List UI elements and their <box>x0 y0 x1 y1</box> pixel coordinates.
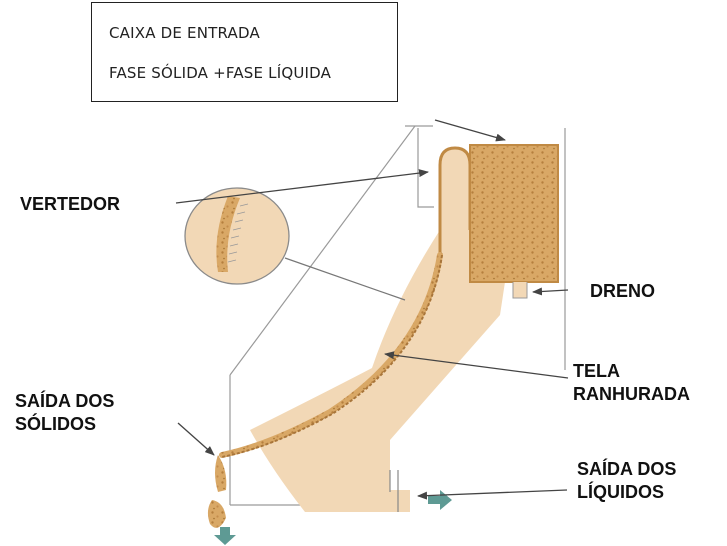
solid-outlet-arrow-icon <box>214 527 236 545</box>
label-dreno: DRENO <box>590 281 656 301</box>
liquid-outlet-pipe <box>305 492 408 510</box>
liquid-outlet-arrow-icon <box>428 490 452 510</box>
tank-body <box>372 230 440 375</box>
screen-detail-magnifier <box>184 187 290 285</box>
pointer-arrows <box>175 119 569 500</box>
slot-screen-solids <box>219 252 443 458</box>
label-saida-solidos: SAÍDA DOS SÓLIDOS <box>15 390 114 436</box>
label-saida-liquidos-line1: SAÍDA DOS <box>577 459 677 479</box>
inlet-tank <box>469 144 559 283</box>
label-saida-liquidos-line2: LÍQUIDOS <box>577 482 665 502</box>
liquid-chamber <box>250 225 505 512</box>
entry-box: CAIXA DE ENTRADA FASE SÓLIDA +FASE LÍQUI… <box>91 2 398 102</box>
entry-box-subtitle: FASE SÓLIDA +FASE LÍQUIDA <box>109 64 332 82</box>
label-tela-ranhurada: TELA RANHURADA <box>573 360 690 406</box>
solids-falling <box>215 455 227 492</box>
entry-box-title: CAIXA DE ENTRADA <box>109 24 260 42</box>
label-saida-solidos-line1: SAÍDA DOS <box>15 391 115 411</box>
label-saida-liquidos: SAÍDA DOS LÍQUIDOS <box>577 458 676 504</box>
label-tela-line2: RANHURADA <box>573 384 690 404</box>
drain-nozzle <box>512 282 528 299</box>
label-tela-line1: TELA <box>573 361 620 381</box>
label-vertedor: VERTEDOR <box>20 194 121 214</box>
magnifier-leader <box>284 257 406 301</box>
label-saida-solidos-line2: SÓLIDOS <box>15 414 97 434</box>
